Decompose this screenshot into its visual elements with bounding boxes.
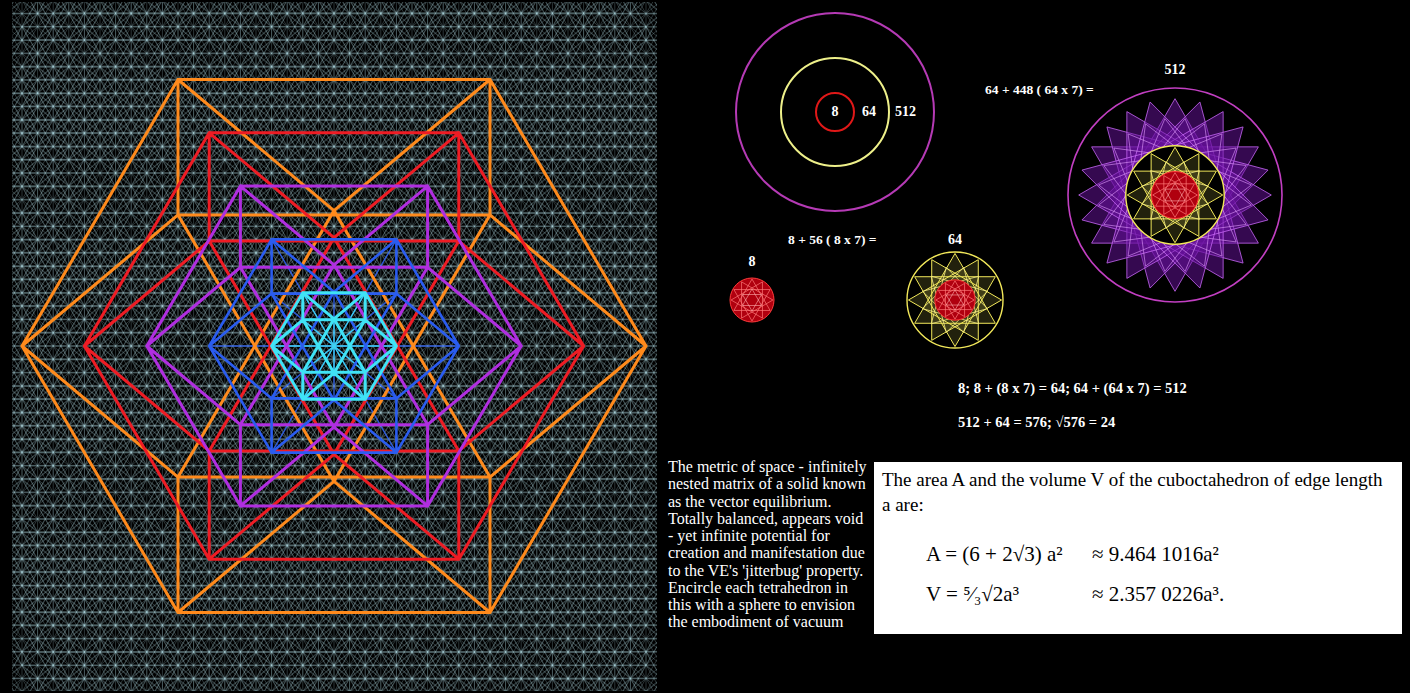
mandala-figure: [730, 278, 774, 322]
red-star: [731, 282, 773, 318]
vector-equilibrium-outline: [272, 293, 397, 400]
red-star: [1153, 176, 1198, 215]
purple-star: [1082, 102, 1268, 288]
text-slot: ≈ 9.464 1016a²: [1092, 542, 1219, 566]
equation-text: 8; 8 + (8 x 7) = 64; 64 + (64 x 7) = 512: [958, 380, 1187, 397]
yellow-mandala-outline: [905, 232, 1005, 350]
label-slot: 8; 8 + (8 x 7) = 64; 64 + (64 x 7) = 512: [958, 380, 1187, 397]
text-slot: The area A and the volume V of the cuboc…: [882, 468, 1392, 517]
red-mandala: 8: [728, 254, 776, 324]
number-label: 512: [1065, 62, 1285, 78]
text-slot: A = (6 + 2√3) a²: [926, 542, 1063, 566]
vector-equilibrium-outline: [209, 239, 459, 452]
yellow-star: [908, 260, 1001, 341]
mandala-figure: [1068, 88, 1282, 302]
label-slot: 64 + 448 ( 64 x 7) =: [985, 82, 1094, 98]
red-circle: [935, 280, 975, 320]
yellow-circle: [907, 252, 1003, 348]
red-star-inner: [1165, 183, 1185, 207]
red-circle: [1151, 171, 1198, 218]
text-slot: 512: [895, 104, 916, 120]
ring-circle: [736, 13, 934, 211]
text-slot: 64: [905, 232, 1005, 248]
vector-equilibrium-outline: [84, 133, 583, 559]
yellow-circle: [1126, 146, 1224, 244]
isotropic-vector-matrix: [12, 2, 657, 691]
number-label: 64: [905, 232, 1005, 248]
yellow-star-inner: [923, 268, 988, 333]
purple-mandala-outline: [1065, 62, 1285, 307]
ve-radial-vectors: [272, 293, 397, 400]
label-slot: 8 + 56 ( 8 x 7) =: [788, 232, 877, 248]
purple-star-inner: [1104, 119, 1246, 272]
yellow-star-inner: [1142, 162, 1209, 229]
equation-text: 8 + 56 ( 8 x 7) =: [788, 232, 877, 248]
purple-star-inner: [1104, 119, 1246, 272]
formula-text: ≈ 9.464 1016a²: [1092, 542, 1219, 566]
mandala-figure: [907, 252, 1003, 348]
text-slot: V = ⁵⁄₃√2a³: [926, 582, 1019, 606]
label-slot: The metric of space - infinitely nested …: [668, 458, 872, 631]
text-slot: 64: [862, 104, 876, 120]
red-star: [734, 279, 770, 321]
red-star-inner: [742, 289, 761, 311]
number-label: 512: [895, 104, 916, 120]
text-slot: 8: [728, 254, 776, 270]
red-star-inner: [946, 290, 963, 310]
label-slot: 512 + 64 = 576; √576 = 24: [958, 414, 1115, 431]
yellow-star-inner: [923, 268, 988, 333]
red-star: [938, 281, 971, 319]
equation-text: 64 + 448 ( 64 x 7) =: [985, 82, 1094, 98]
text-slot: ≈ 2.357 0226a³.: [1092, 582, 1224, 606]
formula-text: V = ⁵⁄₃√2a³: [926, 582, 1019, 606]
yellow-star: [1127, 154, 1222, 237]
formula-text: The area A and the volume V of the cuboc…: [882, 468, 1392, 517]
vector-equilibrium-outline: [22, 80, 646, 613]
text-slot: 8: [815, 104, 855, 120]
number-label: 8: [815, 104, 855, 120]
yellow-mandala: 64: [905, 232, 1005, 350]
number-label: 8: [728, 254, 776, 270]
ring-circle: [781, 58, 889, 166]
purple-mandala: 512: [1065, 62, 1285, 307]
inner-ring: 8: [815, 92, 855, 132]
formula-text: A = (6 + 2√3) a²: [926, 542, 1063, 566]
formula-text: ≈ 2.357 0226a³.: [1092, 582, 1224, 606]
red-circle: [730, 278, 774, 322]
text-slot: 512: [1065, 62, 1285, 78]
number-label: 64: [862, 104, 876, 120]
outer-ring: 512 64 8: [735, 12, 935, 212]
ring-circle: [816, 93, 854, 131]
purple-star: [1082, 102, 1268, 288]
description-note: The metric of space - infinitely nested …: [668, 458, 872, 631]
yellow-star-inner: [1142, 162, 1209, 229]
ve-radial-vectors: [209, 239, 459, 452]
vector-equilibrium-outline: [147, 186, 521, 506]
equation-text: 512 + 64 = 576; √576 = 24: [958, 414, 1115, 431]
purple-star-inner: [1099, 124, 1252, 266]
formula-box: The area A and the volume V of the cuboc…: [874, 462, 1402, 634]
red-star: [936, 283, 974, 316]
middle-ring: 64 8: [780, 57, 890, 167]
lattice-group: [12, 2, 657, 691]
purple-circle: [1068, 88, 1282, 302]
purple-star-inner: [1099, 124, 1252, 266]
red-star: [1156, 173, 1195, 218]
